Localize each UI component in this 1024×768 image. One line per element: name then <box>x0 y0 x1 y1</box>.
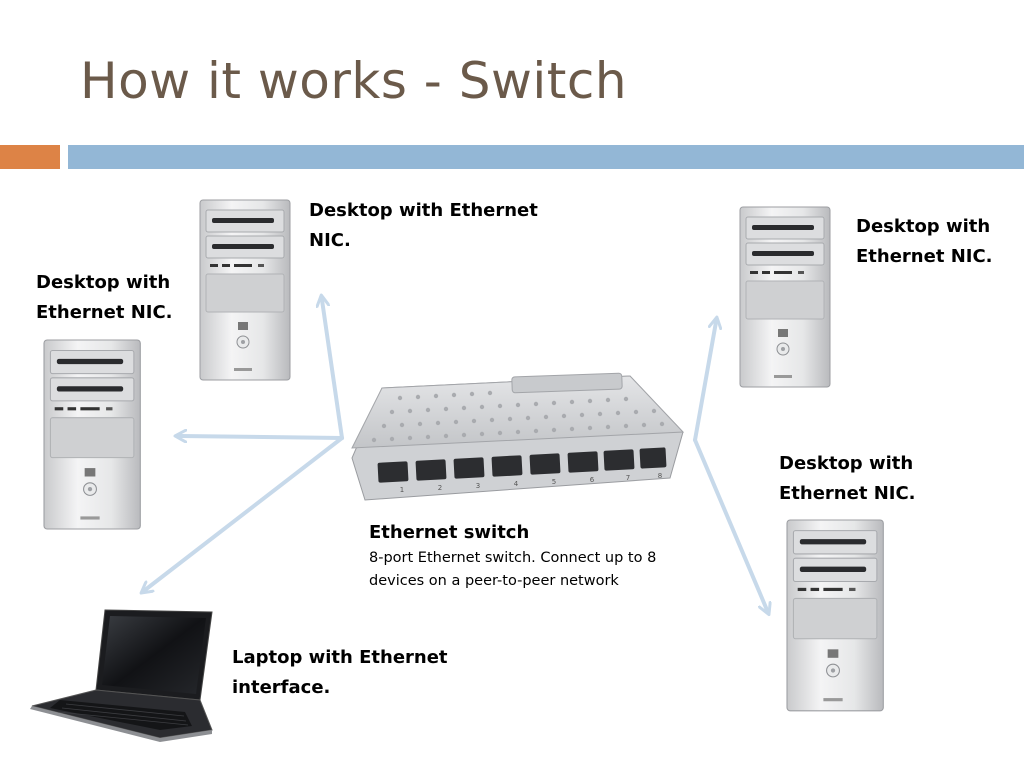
laptop-label: Laptop with Ethernet interface. <box>232 643 448 703</box>
title-band-fill <box>68 145 1024 169</box>
vent-holes <box>371 390 665 443</box>
label-line: Desktop with Ethernet <box>309 200 538 221</box>
desktop-left-label: Desktop with Ethernet NIC. <box>36 268 173 328</box>
switch-description: 8-port Ethernet switch. Connect up to 8 … <box>369 547 656 593</box>
label-line: interface. <box>232 677 331 698</box>
description-line: 8-port Ethernet switch. Connect up to 8 <box>369 550 657 566</box>
desktop-tower-icon <box>199 199 291 381</box>
port-number: 6 <box>590 476 595 484</box>
label-line: Ethernet NIC. <box>36 302 173 323</box>
ethernet-switch-icon: 1 2 3 4 5 6 7 8 <box>351 372 685 501</box>
label-line: Laptop with Ethernet <box>232 647 448 668</box>
arrow-to-desktop-right-top <box>693 322 716 442</box>
desktop-tower-icon <box>786 519 884 712</box>
port-number: 8 <box>658 472 662 480</box>
laptop-icon <box>30 609 213 742</box>
label-line: Desktop with <box>856 216 991 237</box>
accent-bar-fill <box>0 145 60 169</box>
port-number: 4 <box>514 480 519 488</box>
connection-arrows <box>145 300 767 610</box>
label-line: Desktop with <box>779 453 914 474</box>
label-line: Ethernet NIC. <box>856 246 993 267</box>
port-number-labels: 1 2 3 4 5 6 7 8 <box>400 472 662 494</box>
arrow-to-laptop <box>145 436 344 590</box>
slide-title: How it works - Switch <box>80 52 628 110</box>
port-number: 2 <box>438 484 442 492</box>
desktop-right-top-label: Desktop with Ethernet NIC. <box>856 212 993 272</box>
port-number: 3 <box>476 482 480 490</box>
ethernet-ports <box>377 447 667 483</box>
desktop-tower-icon <box>739 206 831 388</box>
arrow-to-desktop-right-bottom <box>693 438 767 610</box>
port-number: 1 <box>400 486 404 494</box>
desktop-tower-icon <box>43 339 141 530</box>
label-line: NIC. <box>309 230 351 251</box>
arrow-to-desktop-left <box>180 436 344 438</box>
port-number: 5 <box>552 478 556 486</box>
description-line: devices on a peer-to-peer network <box>369 573 619 589</box>
arrow-to-desktop-top <box>322 300 344 440</box>
port-number: 7 <box>626 474 630 482</box>
desktop-right-bottom-label: Desktop with Ethernet NIC. <box>779 449 916 509</box>
label-line: Desktop with <box>36 272 171 293</box>
switch-title: Ethernet switch <box>369 522 530 543</box>
desktop-top-label: Desktop with Ethernet NIC. <box>309 196 538 256</box>
label-line: Ethernet NIC. <box>779 483 916 504</box>
